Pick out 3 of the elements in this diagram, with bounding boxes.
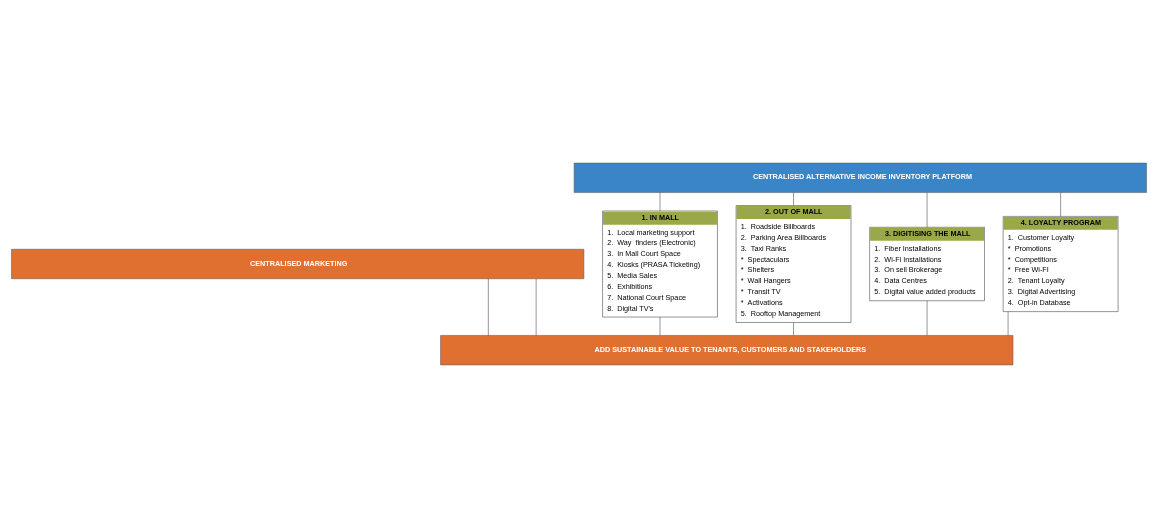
connector bbox=[1060, 191, 1061, 216]
connector bbox=[793, 321, 794, 336]
connector bbox=[793, 191, 794, 206]
